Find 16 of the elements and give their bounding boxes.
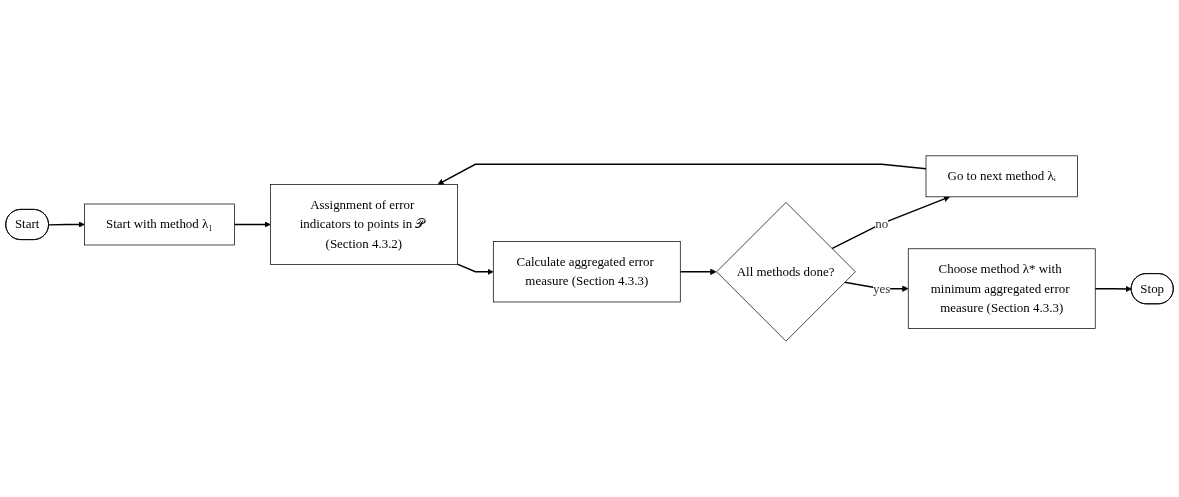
arrow [831,195,950,250]
arrow [1094,285,1132,293]
node-box: Assignment of error indicators to points in 𝒫 (Section 4.3.2) [270,184,458,265]
arrow [233,221,271,228]
edge-label: no [875,216,889,231]
node-box: Choose method λ* with minimum aggregated error measure (Section 4.3.3) [907,248,1096,329]
arrow [437,163,927,185]
edge-label: yes [873,281,891,296]
arrow [679,268,717,275]
node-diamond: All methods done? [716,202,856,342]
node-box: Go to next method λᵢ [925,155,1078,198]
node-box: Calculate aggregated error measure (Section 4.3.3) [492,241,681,303]
arrow [843,281,909,292]
node-box: Start with method λ₁ [84,203,235,246]
arrow [456,263,494,275]
arrow [48,221,85,228]
